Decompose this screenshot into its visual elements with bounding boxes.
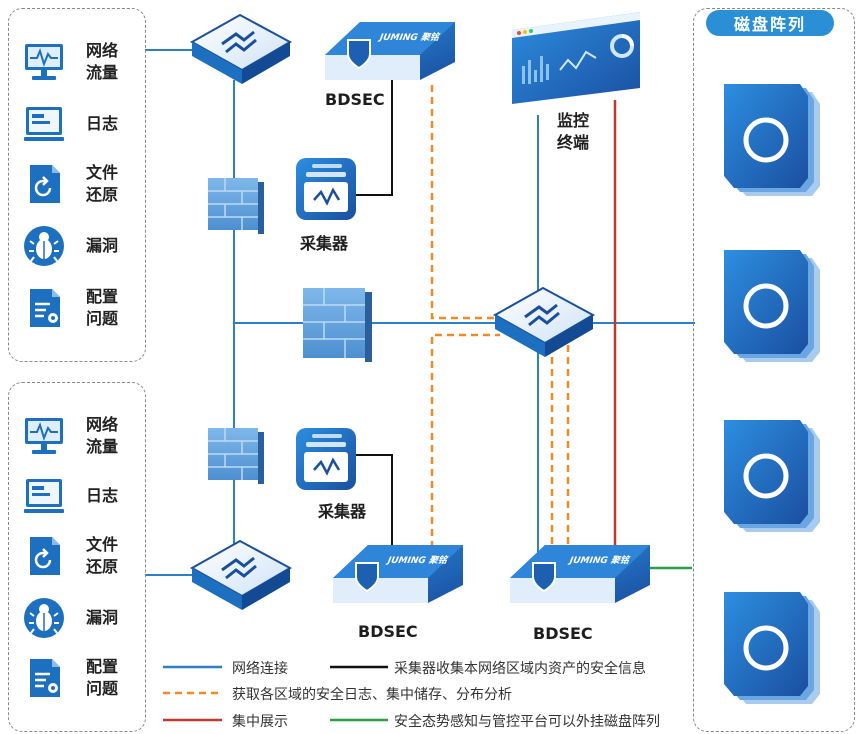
bug-icon (22, 596, 66, 640)
terminal-log-icon (22, 474, 66, 518)
disk-array-zone (693, 8, 855, 732)
zone-top-item-network-traffic: 网络 流量 (22, 40, 134, 84)
zone-top-item-label: 配置 问题 (86, 287, 119, 328)
bdsec-bottom-right (510, 545, 650, 603)
bug-icon (22, 224, 66, 268)
legend-item: 集中展示 (232, 714, 288, 730)
bdsec-label: BDSEC (325, 90, 385, 109)
switch-top (189, 13, 293, 84)
zone-top-item-log: 日志 (22, 102, 134, 146)
monitoring-terminal (512, 12, 640, 104)
zone-top-item-file-restore: 文件 还原 (22, 162, 134, 206)
firewall-bottom (208, 428, 264, 484)
legend-item: 采集器收集本网络区域内资产的安全信息 (394, 661, 646, 677)
zone-top-item-label: 日志 (86, 114, 119, 133)
zone-bottom-item-label: 日志 (86, 486, 119, 505)
firewall-middle (303, 288, 372, 362)
zone-bottom-item-config: 配置 问题 (22, 656, 134, 700)
bdsec-label: BDSEC (358, 622, 418, 641)
bdsec-brand: JUMING 聚铭 (386, 556, 448, 566)
zone-bottom-item-label: 配置 问题 (86, 657, 119, 698)
disk-array-unit (724, 592, 820, 704)
monitor-label: 监控 终端 (557, 111, 590, 152)
monitor-chart-icon (22, 40, 66, 84)
bdsec-top (325, 22, 455, 80)
bdsec-brand: JUMING 聚铭 (378, 33, 440, 43)
bdsec-bottom-left (333, 545, 463, 603)
legend-item: 获取各区域的安全日志、集中储存、分布分析 (232, 687, 512, 703)
zone-top-item-label: 网络 流量 (86, 41, 119, 82)
collector-label: 采集器 (300, 234, 349, 253)
collector-bottom (296, 428, 356, 490)
config-file-icon (22, 286, 66, 330)
zone-bottom-item-network-traffic: 网络 流量 (22, 414, 134, 458)
zone-bottom-item-vulnerability: 漏洞 (22, 596, 134, 640)
zone-bottom-item-label: 漏洞 (86, 608, 119, 627)
switch-core (492, 286, 596, 357)
bdsec-brand: JUMING 聚铭 (568, 556, 630, 566)
zone-top-item-label: 文件 还原 (86, 163, 119, 204)
firewall-top (208, 178, 264, 234)
legend-item: 安全态势感知与管控平台可以外挂磁盘阵列 (394, 714, 660, 730)
bdsec-label: BDSEC (533, 624, 593, 643)
legend-swatches (163, 665, 388, 722)
zone-top-item-config: 配置 问题 (22, 286, 134, 330)
network-zone-top (8, 8, 146, 362)
disk-array-unit (724, 250, 820, 362)
zone-bottom-item-label: 网络 流量 (86, 415, 119, 456)
zone-top-item-vulnerability: 漏洞 (22, 224, 134, 268)
switch-bottom (189, 539, 293, 610)
file-restore-icon (22, 534, 66, 578)
disk-array-unit (724, 420, 820, 532)
config-file-icon (22, 656, 66, 700)
disk-array-title: 磁盘阵列 (706, 10, 834, 36)
network-zone-bottom (8, 382, 146, 732)
disk-array-unit (724, 84, 820, 196)
zone-bottom-item-log: 日志 (22, 474, 134, 518)
legend-item: 网络连接 (232, 661, 288, 677)
zone-top-item-label: 漏洞 (86, 236, 119, 255)
zone-bottom-item-file-restore: 文件 还原 (22, 534, 134, 578)
monitor-chart-icon (22, 414, 66, 458)
collector-top (296, 158, 356, 220)
terminal-log-icon (22, 102, 66, 146)
file-restore-icon (22, 162, 66, 206)
collector-label: 采集器 (318, 502, 367, 521)
zone-bottom-item-label: 文件 还原 (86, 535, 119, 576)
